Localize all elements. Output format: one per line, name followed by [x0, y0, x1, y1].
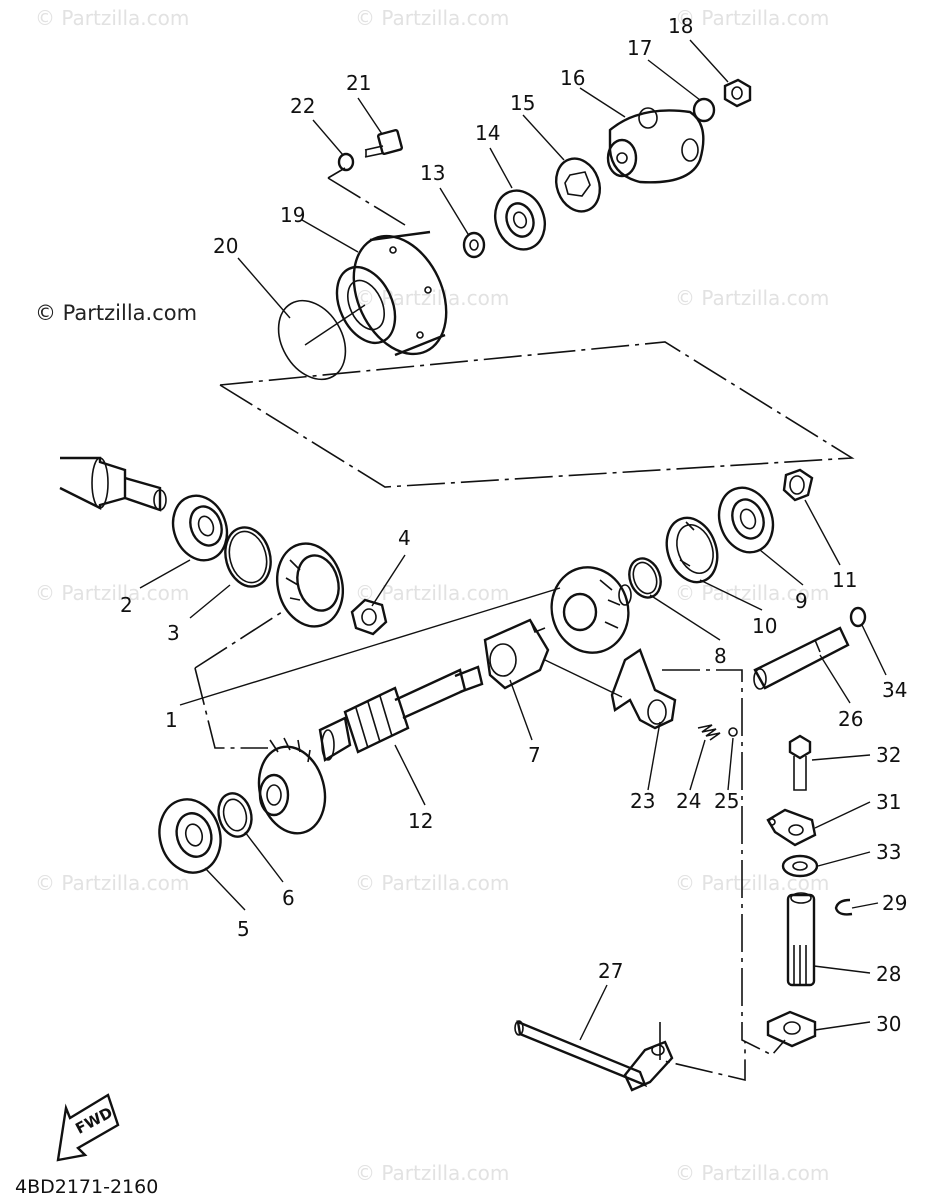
dashed-assembly-line	[194, 611, 283, 669]
part-3-shim	[224, 526, 272, 588]
part-24-spring	[697, 724, 721, 741]
callout-13: 13	[420, 161, 445, 185]
part-9-bearing	[717, 486, 775, 554]
callout-9: 9	[795, 589, 808, 613]
callout-11: 11	[832, 568, 857, 592]
dashed-assembly-line	[219, 341, 855, 488]
callout-25: 25	[714, 789, 739, 813]
callout-24: 24	[676, 789, 701, 813]
callout-20: 20	[213, 234, 238, 258]
part-6-shim	[217, 792, 253, 838]
drive-shaft-stub	[59, 456, 167, 512]
callout-21: 21	[346, 71, 371, 95]
part-1-pinion-gear	[257, 737, 327, 835]
callout-23: 23	[630, 789, 655, 813]
part-14-bearing	[494, 189, 546, 251]
part-29-circlip	[834, 898, 853, 916]
part-13-washer	[462, 231, 486, 259]
callout-18: 18	[668, 14, 693, 38]
part-23-shift-fork	[610, 648, 677, 730]
watermark: © Partzilla.com	[675, 1161, 829, 1185]
callout-29: 29	[882, 891, 907, 915]
watermark: © Partzilla.com	[355, 286, 509, 310]
callout-32: 32	[876, 743, 901, 767]
callout-22: 22	[290, 94, 315, 118]
part-4-nut	[350, 598, 388, 636]
diagram-code: 4BD2171-2160	[15, 1176, 158, 1198]
watermark: © Partzilla.com	[675, 6, 829, 30]
part-16-yoke	[606, 107, 705, 184]
part-33-collar	[781, 854, 819, 878]
callout-30: 30	[876, 1012, 901, 1036]
part-27-lever-arm	[514, 1020, 674, 1092]
callout-28: 28	[876, 962, 901, 986]
callout-26: 26	[838, 707, 863, 731]
part-10-collar	[665, 516, 719, 584]
part-18-nut	[723, 78, 752, 108]
callout-3: 3	[167, 621, 180, 645]
callout-17: 17	[627, 36, 652, 60]
watermark: © Partzilla.com	[35, 581, 189, 605]
part-1-bevel-gear	[550, 566, 632, 654]
callout-10: 10	[752, 614, 777, 638]
watermark: © Partzilla.com	[675, 286, 829, 310]
callout-14: 14	[475, 121, 500, 145]
callout-27: 27	[598, 959, 623, 983]
dashed-assembly-line	[659, 1022, 746, 1082]
callout-19: 19	[280, 203, 305, 227]
fwd-label: FWD	[72, 1103, 115, 1137]
callout-8: 8	[714, 644, 727, 668]
callout-4: 4	[398, 526, 411, 550]
callout-labels: 1 2 3 4 5 6 7 8 9 10 11 12 13 14 15 16 1…	[120, 14, 907, 1036]
callout-31: 31	[876, 790, 901, 814]
watermark: © Partzilla.com	[35, 871, 189, 895]
part-7-dog-clutch	[483, 618, 550, 690]
part-2-bearing	[171, 494, 229, 562]
dashed-assembly-line	[662, 669, 786, 1056]
watermark: © Partzilla.com	[355, 1161, 509, 1185]
watermarks: © Partzilla.com © Partzilla.com © Partzi…	[35, 6, 829, 1185]
callout-7: 7	[528, 743, 541, 767]
part-32-bolt	[788, 734, 812, 791]
part-1-ring-gear	[276, 542, 344, 628]
part-12-shaft	[318, 665, 484, 762]
watermark: © Partzilla.com	[675, 581, 829, 605]
part-19-housing	[335, 230, 448, 357]
part-25-ball	[728, 727, 738, 737]
part-20-o-ring	[277, 299, 347, 381]
leader-lines	[139, 39, 887, 1041]
callout-34: 34	[882, 678, 907, 702]
callout-1: 1	[165, 708, 178, 732]
part-11-ring-nut	[782, 468, 814, 502]
callout-15: 15	[510, 91, 535, 115]
part-26-shift-rod	[753, 626, 850, 690]
part-21-bolt	[364, 129, 403, 158]
watermark: © Partzilla.com	[355, 6, 509, 30]
dashed-assembly-line	[194, 667, 268, 749]
callout-12: 12	[408, 809, 433, 833]
part-34-o-ring	[849, 606, 867, 628]
fwd-arrow-icon: FWD	[56, 1093, 120, 1162]
watermark-main: © Partzilla.com	[35, 301, 197, 325]
dashed-assembly-line	[327, 177, 406, 226]
watermark: © Partzilla.com	[355, 871, 509, 895]
callout-33: 33	[876, 840, 901, 864]
callout-5: 5	[237, 917, 250, 941]
watermark: © Partzilla.com	[355, 581, 509, 605]
part-30-lever-plate	[766, 1010, 817, 1048]
part-31-plate	[766, 808, 817, 847]
watermark: © Partzilla.com	[35, 6, 189, 30]
callout-6: 6	[282, 886, 295, 910]
part-15-oil-seal	[555, 157, 601, 213]
callout-16: 16	[560, 66, 585, 90]
callout-2: 2	[120, 593, 133, 617]
part-22-washer	[337, 152, 355, 172]
part-5-bearing	[158, 798, 222, 874]
part-17-washer	[692, 97, 716, 123]
part-28-shift-shaft	[786, 892, 816, 987]
